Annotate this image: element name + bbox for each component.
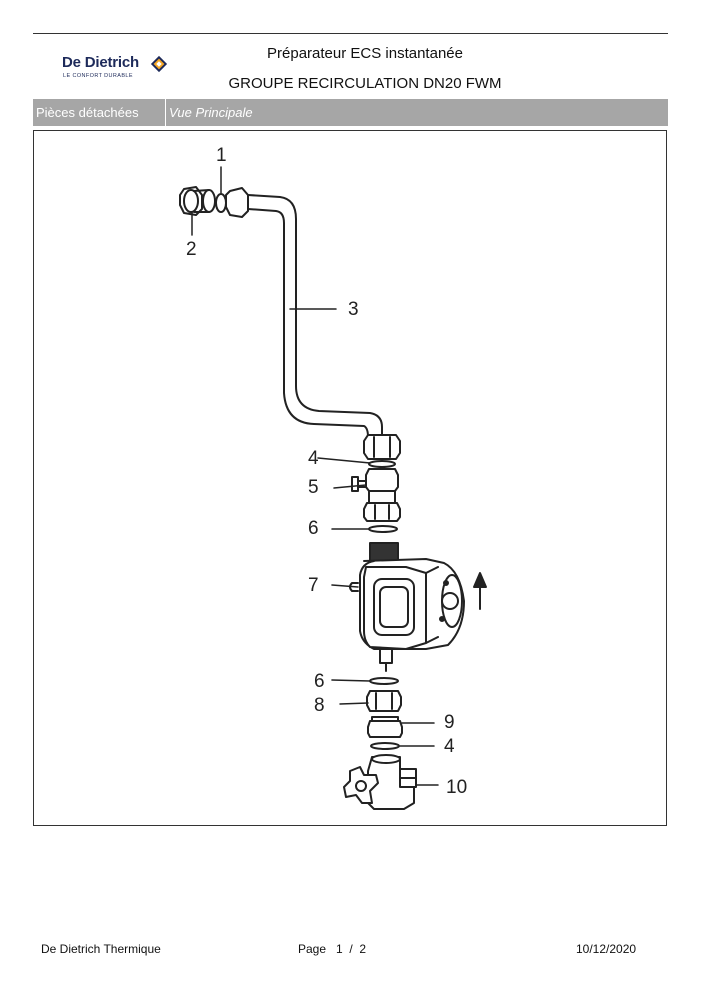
- part-5-valve: [351, 468, 401, 522]
- document-title: Préparateur ECS instantanée: [267, 45, 463, 62]
- pipe-bottom-nut: [363, 434, 401, 460]
- document-subtitle: GROUPE RECIRCULATION DN20 FWM: [228, 75, 502, 92]
- brand-logo: De Dietrich LE CONFORT DURABLE: [62, 54, 177, 84]
- brand-tagline: LE CONFORT DURABLE: [63, 73, 133, 79]
- label-part-4-bottom: 4: [444, 736, 455, 757]
- exploded-view-diagram: 1 2 3 4 5 6 7 6 8 9 4 10: [179, 145, 487, 810]
- part-3-pipe: [225, 187, 383, 438]
- view-label: Vue Principale: [169, 105, 253, 120]
- part-1-seal: [215, 193, 227, 213]
- label-part-1: 1: [216, 145, 227, 166]
- diagram-frame: 1 2 3 4 5 6 7 6 8 9 4 10: [33, 130, 667, 826]
- label-part-5: 5: [308, 477, 319, 498]
- label-part-7: 7: [308, 575, 319, 596]
- section-bar: Pièces détachées Vue Principale: [33, 99, 668, 126]
- part-10-valve: [343, 754, 417, 810]
- label-part-2: 2: [186, 239, 197, 260]
- footer-date: 10/12/2020: [576, 942, 637, 956]
- label-part-6-bottom: 6: [314, 671, 325, 692]
- brand-diamond-icon: [150, 55, 168, 73]
- part-6-seal-bottom: [369, 677, 399, 685]
- footer-page: Page 1 / 2: [298, 942, 367, 956]
- part-7-pump: [349, 542, 465, 672]
- part-9-ring: [367, 716, 403, 738]
- brand-name: De Dietrich: [62, 54, 139, 71]
- leader-lines: [191, 166, 439, 786]
- part-labels: 1 2 3 4 5 6 7 6 8 9 4 10: [186, 145, 467, 798]
- part-2-fitting: [179, 186, 216, 216]
- section-label: Pièces détachées: [33, 99, 166, 126]
- label-part-6: 6: [308, 518, 319, 539]
- part-4-seal-top: [368, 460, 396, 468]
- label-part-3: 3: [348, 299, 359, 320]
- part-6-seal-top: [368, 525, 398, 533]
- top-rule: [33, 33, 668, 34]
- footer-company: De Dietrich Thermique: [41, 942, 161, 956]
- part-8-nut: [366, 690, 402, 712]
- flow-arrow-icon: [473, 572, 487, 610]
- label-part-4: 4: [308, 448, 319, 469]
- label-part-8: 8: [314, 695, 325, 716]
- label-part-10: 10: [446, 777, 467, 798]
- part-4-seal-bottom: [370, 742, 400, 750]
- label-part-9: 9: [444, 712, 455, 733]
